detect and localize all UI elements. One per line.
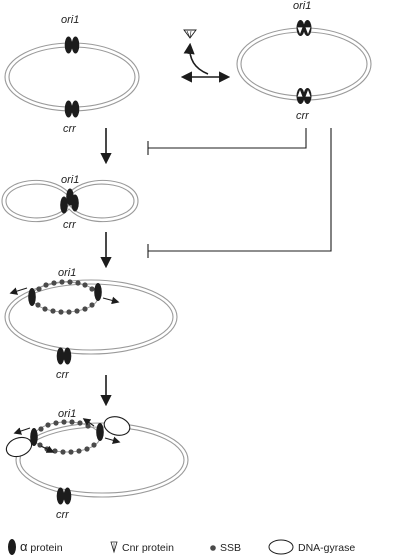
- alpha-protein-ori1: [64, 36, 80, 54]
- alpha-protein-right-fork: [94, 283, 102, 301]
- crr-label: crr: [63, 219, 77, 231]
- legend: α protein Cnr protein SSB DNA-gyrase: [8, 539, 355, 555]
- crr-label: crr: [296, 110, 310, 122]
- inhibition-1: [147, 128, 307, 155]
- alpha-protein-crr-5: [56, 487, 72, 505]
- alpha-protein-paired: [60, 188, 79, 214]
- plasmid-gyrase: ori1 crr: [5, 408, 189, 521]
- dna-gyrase-right: [103, 416, 131, 436]
- cnr-exchange: [180, 29, 231, 83]
- ssb-coat: [35, 279, 95, 315]
- fork-arrow-left: [9, 287, 28, 295]
- ori1-label: ori1: [61, 14, 79, 26]
- release-arrow: [183, 42, 209, 75]
- crr-label: crr: [56, 369, 70, 381]
- alpha-protein-right-fork: [96, 423, 104, 441]
- inhibition-2: [147, 128, 332, 258]
- fork-arrow-right: [104, 436, 121, 445]
- alpha-protein-ori1-cnr: [296, 20, 312, 36]
- dna-gyrase-left: [5, 436, 33, 458]
- crr-label: crr: [56, 509, 70, 521]
- ori1-label: ori1: [58, 408, 76, 420]
- ori1-label: ori1: [61, 174, 79, 186]
- plasmid-replicating: ori1 crr: [4, 267, 178, 381]
- plasmid-paired: ori1 crr: [1, 174, 139, 231]
- ssb-dot-icon: [210, 545, 216, 551]
- legend-ssb-label: SSB: [220, 542, 241, 554]
- ori1-label: ori1: [293, 0, 311, 12]
- alpha-protein-crr: [64, 100, 80, 118]
- fork-arrow-left: [13, 427, 31, 435]
- ori1-label: ori1: [58, 267, 76, 279]
- fork-arrow-right: [102, 296, 120, 305]
- alpha-protein-icon: [8, 539, 16, 555]
- legend-gyrase-label: DNA-gyrase: [298, 542, 355, 554]
- cnr-protein-icon: [183, 29, 197, 39]
- crr-label: crr: [63, 123, 77, 135]
- alpha-protein-crr-cnr: [296, 88, 312, 104]
- fork-arrow-left-lower: [40, 445, 55, 453]
- ssb-coat: [37, 419, 97, 455]
- plasmid-initial: ori1 crr: [4, 14, 140, 135]
- legend-cnr-label: Cnr protein: [122, 542, 174, 554]
- alpha-protein-left-fork: [30, 428, 38, 446]
- fork-arrow-right-upper: [82, 418, 95, 427]
- legend-alpha-label: α protein: [20, 539, 63, 554]
- dna-gyrase-icon: [268, 539, 294, 555]
- plasmid-cnr-bound: ori1 crr: [236, 0, 372, 122]
- alpha-protein-crr-4: [56, 347, 72, 365]
- alpha-protein-left-fork: [28, 288, 36, 306]
